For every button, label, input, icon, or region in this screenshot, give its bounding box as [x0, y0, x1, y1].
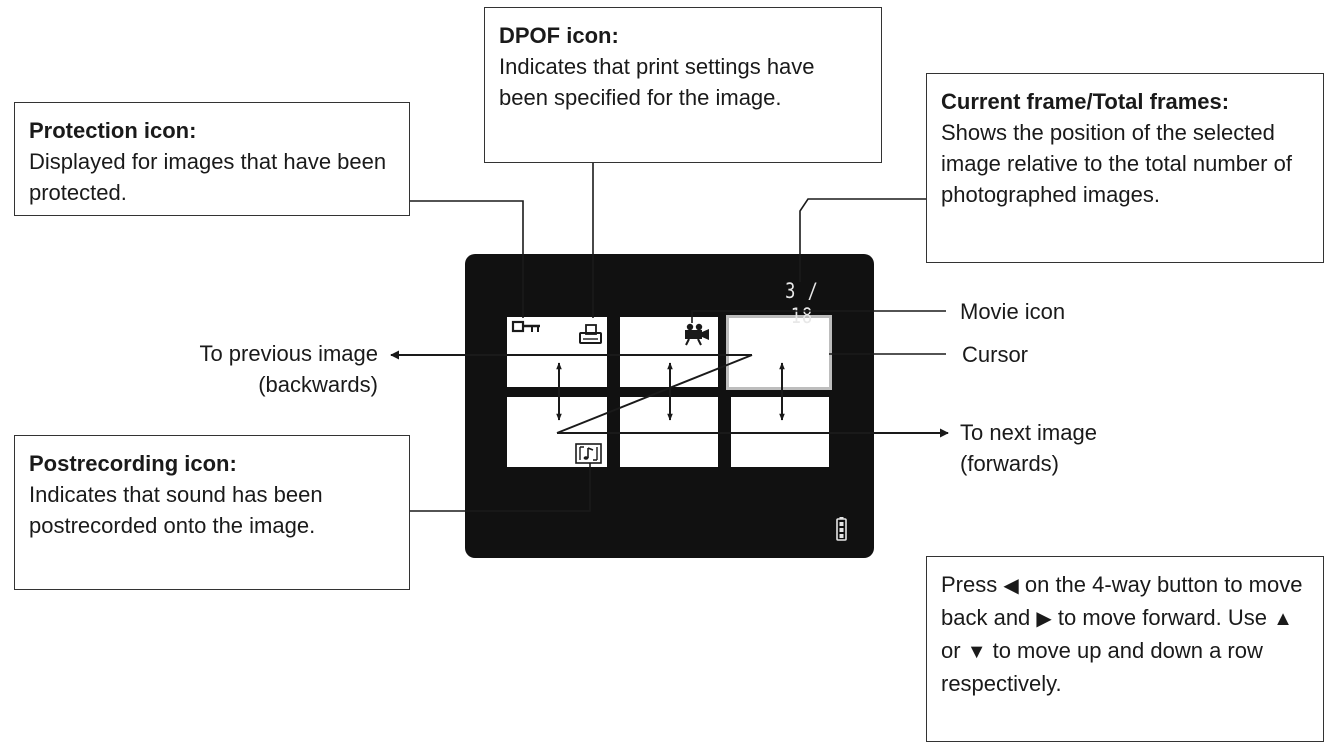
thumbnail-4	[507, 397, 607, 467]
frames-callout-text: Shows the position of the selected image…	[941, 120, 1292, 207]
movie-icon-label: Movie icon	[960, 299, 1066, 324]
previous-image-label-line2: (backwards)	[258, 372, 378, 397]
dpof-callout-title: DPOF icon:	[499, 23, 619, 48]
next-image-label: To next image (forwards)	[960, 417, 1097, 479]
next-image-label-line2: (forwards)	[960, 451, 1060, 476]
next-image-label-line1: To next image	[960, 420, 1097, 445]
thumbnail-5	[620, 397, 718, 467]
postrecording-callout-title: Postrecording icon:	[29, 451, 237, 476]
protection-callout-text: Displayed for images that have been prot…	[29, 149, 387, 205]
thumbnail-2	[620, 317, 718, 387]
thumbnail-6	[731, 397, 829, 467]
left-triangle-icon: ◀	[1003, 575, 1019, 597]
previous-image-label-line1: To previous image	[199, 341, 378, 366]
protection-callout-title: Protection icon:	[29, 118, 197, 143]
dpof-callout: DPOF icon: Indicates that print settings…	[484, 7, 882, 163]
up-triangle-icon: ▲	[1273, 608, 1293, 630]
instructions-callout-text: Press ◀ on the 4-way button to move back…	[941, 572, 1303, 696]
thumbnail-1	[507, 317, 607, 387]
dpof-callout-text: Indicates that print settings have been …	[499, 54, 815, 110]
frames-callout-title: Current frame/Total frames:	[941, 89, 1230, 114]
instructions-callout: Press ◀ on the 4-way button to move back…	[926, 556, 1324, 742]
right-triangle-icon: ▶	[1036, 608, 1052, 630]
protection-callout: Protection icon: Displayed for images th…	[14, 102, 410, 216]
cursor-label: Cursor	[962, 342, 1029, 367]
frames-callout: Current frame/Total frames: Shows the po…	[926, 73, 1324, 263]
postrecording-callout: Postrecording icon: Indicates that sound…	[14, 435, 410, 590]
frame-counter: 3 / 18	[785, 279, 819, 329]
postrecording-callout-text: Indicates that sound has been postrecord…	[29, 482, 323, 538]
down-triangle-icon: ▼	[966, 641, 987, 663]
previous-image-label: To previous image (backwards)	[120, 338, 378, 400]
